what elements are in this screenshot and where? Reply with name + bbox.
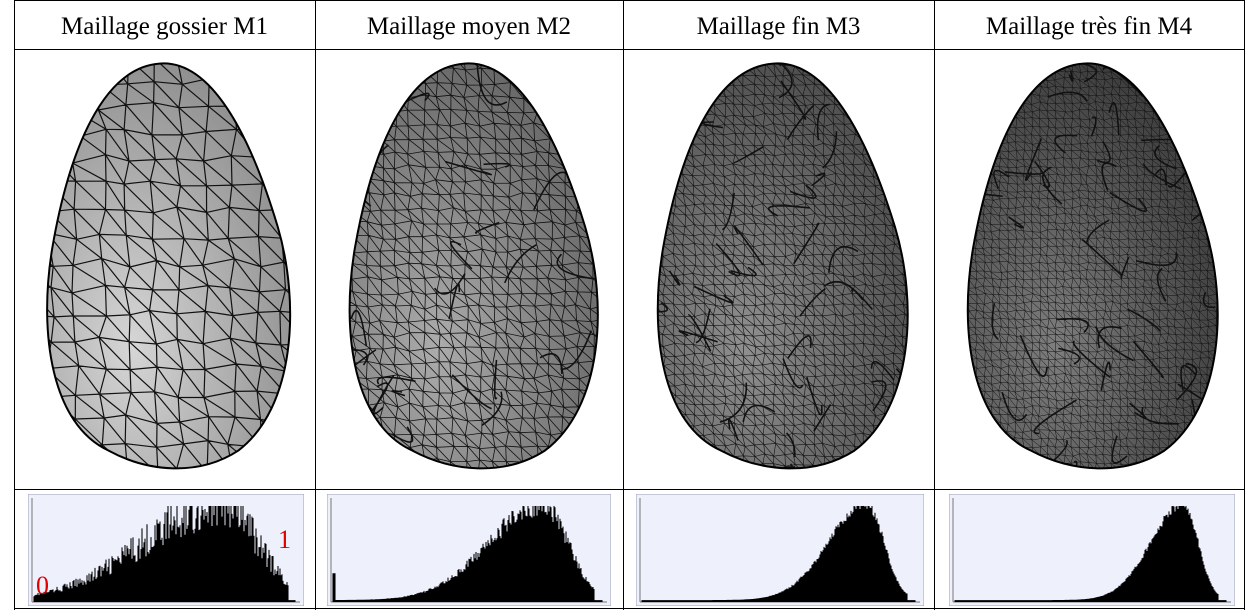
mesh-body (47, 63, 291, 469)
column-title-m4: Maillage très fin M4 (985, 13, 1193, 40)
histogram-label-high: 1 (278, 525, 291, 554)
row-divider (14, 489, 1245, 490)
column-title-m1: Maillage gossier M1 (61, 13, 268, 40)
histogram-bars (641, 506, 916, 602)
histogram-bars (33, 506, 296, 602)
header-divider (14, 49, 1245, 50)
mesh-outline (348, 62, 599, 470)
mesh-image-m1 (24, 55, 306, 485)
mesh-body (657, 63, 908, 469)
mesh-image-m2 (326, 55, 614, 485)
table-divider-2 (623, 0, 624, 610)
column-title-m3: Maillage fin M3 (696, 13, 861, 40)
mesh-outline (966, 62, 1219, 470)
mesh-image-m3 (634, 55, 924, 485)
histogram-bars (954, 506, 1227, 602)
table-border-top (14, 0, 1245, 1)
table-divider-1 (315, 0, 316, 610)
table-border-bottom (14, 608, 1245, 609)
histogram-bars (332, 506, 603, 602)
table-divider-3 (934, 0, 935, 610)
histogram-m2 (327, 494, 611, 606)
table-border-left (14, 0, 15, 610)
mesh-image-m4 (944, 55, 1234, 485)
mesh-outline (46, 62, 292, 470)
mesh-outline (656, 62, 909, 470)
histogram-m4 (949, 494, 1235, 606)
column-title-m2: Maillage moyen M2 (366, 13, 572, 40)
mesh-patch-boundaries (349, 63, 598, 469)
histogram-m3 (636, 494, 924, 606)
histogram-label-low: 0 (36, 571, 49, 600)
